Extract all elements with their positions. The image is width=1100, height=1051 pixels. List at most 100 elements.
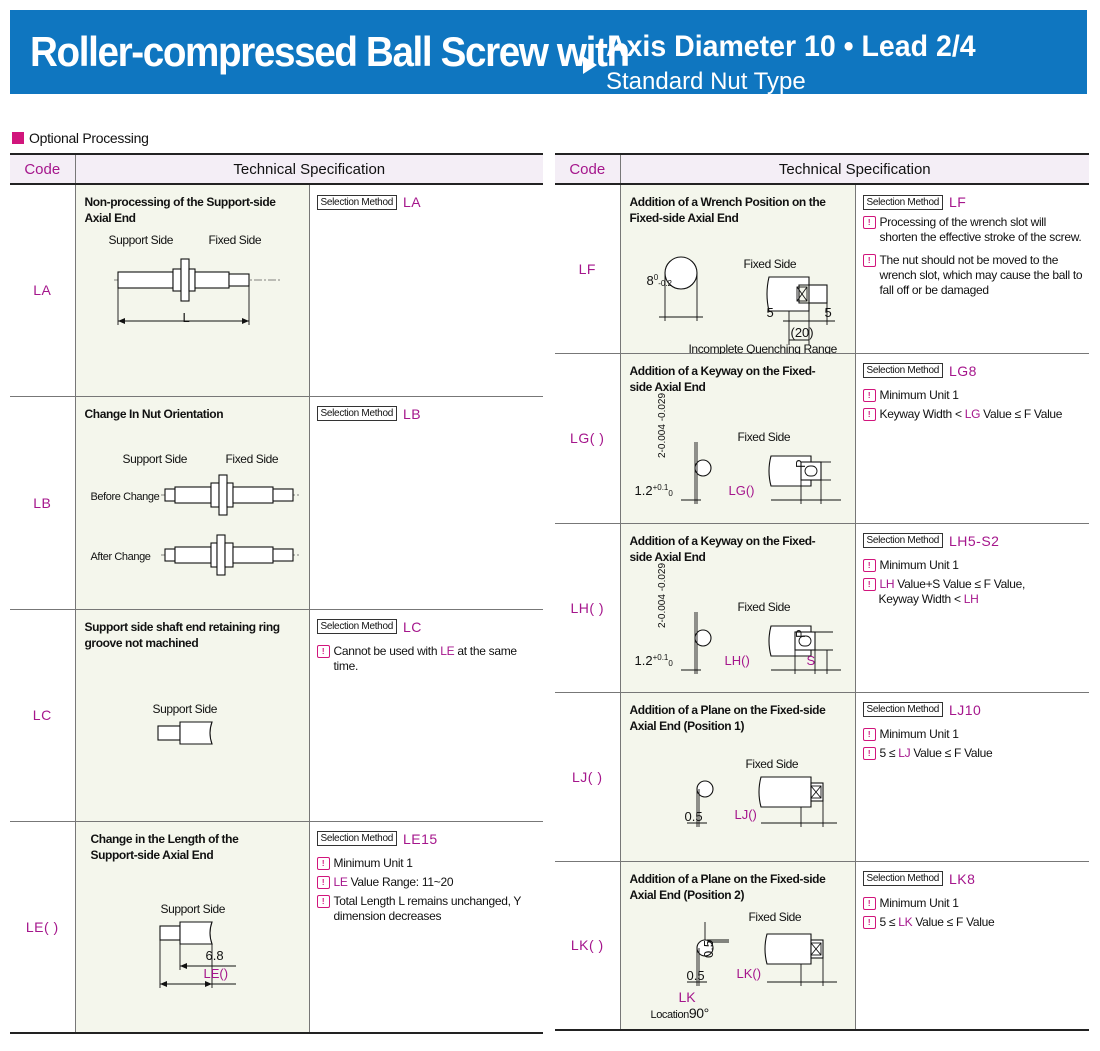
after-change-label: After Change [90,550,151,563]
description-cell: Addition of a Plane on the Fixed-side Ax… [619,692,856,862]
option-title: Change in the Length of the Support-side… [90,831,239,862]
section-heading: Optional Processing [12,130,149,146]
shaft-drawing [113,258,281,325]
lg-dimension: LG() [728,482,755,498]
selection-value: LB [402,405,422,422]
nut-before-drawing [160,473,301,516]
spec-table-left: Code Technical Specification LA Non-proc… [10,153,544,1034]
info-icon: ! [316,644,330,658]
page-title: Roller-compressed Ball Screw with [30,28,630,75]
selection-method-tag: Selection Method [316,619,397,634]
support-side-label: Support Side [152,701,218,716]
selection-method-tag: Selection Method [862,702,943,717]
option-title: Addition of a Plane on the Fixed-side Ax… [629,871,826,902]
table-row-lh: LH( ) Addition of a Keyway on the Fixed-… [555,523,1090,693]
fixed-side-label: Fixed Side [748,909,802,924]
option-title: Support side shaft end retaining ring gr… [84,619,281,650]
length-change-drawing [158,920,236,988]
selection-method-tag: Selection Method [862,871,943,886]
note: !Minimum Unit 1 [316,856,540,871]
selection-method-tag: Selection Method [862,533,943,548]
lk-label: LK [678,988,696,1005]
plane-drawing [686,775,837,827]
selection-value: LJ10 [948,701,982,718]
before-change-label: Before Change [90,490,160,503]
code-cell: LJ( ) [555,692,620,862]
code-cell: LB [10,396,75,610]
header-code: Code [10,153,75,185]
fixed-side-label: Fixed Side [225,451,279,466]
description-cell: Addition of a Keyway on the Fixed-side A… [619,353,856,524]
note: !5 ≤ LJ Value ≤ F Value [862,746,1086,761]
option-title: Change In Nut Orientation [84,406,224,421]
shaft-end-drawing [156,720,213,745]
table-row-lf: LF Addition of a Wrench Position on the … [555,184,1090,356]
selection-value: LK8 [948,870,976,887]
selection-method-tag: Selection Method [862,194,943,210]
selection-method-tag: Selection Method [316,194,397,210]
option-title: Addition of a Wrench Position on the Fix… [629,195,826,225]
selection-method-tag: Selection Method [316,406,397,421]
dimension-0-5-vertical: 0.5 [700,939,716,958]
selection-cell: Selection Method LB [309,396,544,610]
description-cell: Change in the Length of the Support-side… [74,821,310,1034]
section-heading-text: Optional Processing [29,130,149,146]
fixed-side-label: Fixed Side [743,257,797,271]
info-icon: ! [316,856,330,870]
note: !Cannot be used with LE at the same time… [316,644,540,674]
s-dimension: S [806,652,816,668]
incomplete-quenching-label: Incomplete Quenching Range [688,342,838,356]
table-row-lj: LJ( ) Addition of a Plane on the Fixed-s… [555,692,1090,862]
le-dimension: LE() [203,965,229,981]
wrench-drawing [658,256,835,345]
spec-table-right: Code Technical Specification LF Addition… [555,153,1090,1031]
keyway-depth-dimension: 1.2+0.10 [634,652,673,668]
title-banner: Roller-compressed Ball Screw with Axis D… [10,10,1087,95]
option-title: Addition of a Keyway on the Fixed-side A… [629,363,816,394]
code-cell: LA [10,184,75,397]
info-icon: ! [862,216,876,229]
note-continuation: Keyway Width < LH [878,591,979,606]
description-cell: Addition of a Keyway on the Fixed-side A… [619,523,856,693]
note: !Total Length L remains unchanged, Y dim… [316,894,540,924]
fixed-side-label: Fixed Side [208,233,262,247]
description-cell: Non-processing of the Support-side Axial… [74,184,310,397]
location-label: Location90° [650,1004,710,1021]
note: !LE Value Range: 11~20 [316,875,540,890]
dimension-20: (20) [790,325,814,340]
support-side-label: Support Side [122,451,188,466]
header-technical-specification: Technical Specification [619,153,1090,185]
description-cell: Addition of a Plane on the Fixed-side Ax… [619,861,856,1031]
code-cell: LG( ) [555,353,620,524]
selection-value: LF [948,194,967,210]
code-cell: LF [555,184,620,354]
option-title: Non-processing of the Support-side Axial… [84,195,276,225]
info-icon: ! [316,875,330,889]
description-cell: Change In Nut Orientation Support Side F… [74,396,310,610]
info-icon: ! [316,894,330,908]
selection-value: LH5-S2 [948,532,1000,549]
code-cell: LH( ) [555,523,620,693]
fixed-side-label: Fixed Side [745,756,799,771]
nut-after-drawing [160,533,301,576]
info-icon: ! [862,388,876,402]
info-icon: ! [862,254,876,267]
table-row-lk: LK( ) Addition of a Plane on the Fixed-s… [555,861,1090,1031]
code-cell: LE( ) [10,821,75,1034]
info-icon: ! [862,746,876,760]
selection-cell: Selection Method LC !Cannot be used with … [309,609,544,822]
keyway-drawing [680,611,841,674]
selection-value: LC [402,618,422,635]
plane-position-2-drawing [686,921,837,986]
code-cell: LC [10,609,75,822]
keyway-depth-dimension: 1.2+0.10 [634,482,673,498]
lh-dimension: LH() [724,652,750,668]
support-side-label: Support Side [160,901,226,916]
option-title: Addition of a Plane on the Fixed-side Ax… [629,702,826,733]
note: !Processing of the wrench slot will shor… [862,215,1086,245]
p-label: P [792,628,808,638]
arrow-right-icon [583,56,597,74]
